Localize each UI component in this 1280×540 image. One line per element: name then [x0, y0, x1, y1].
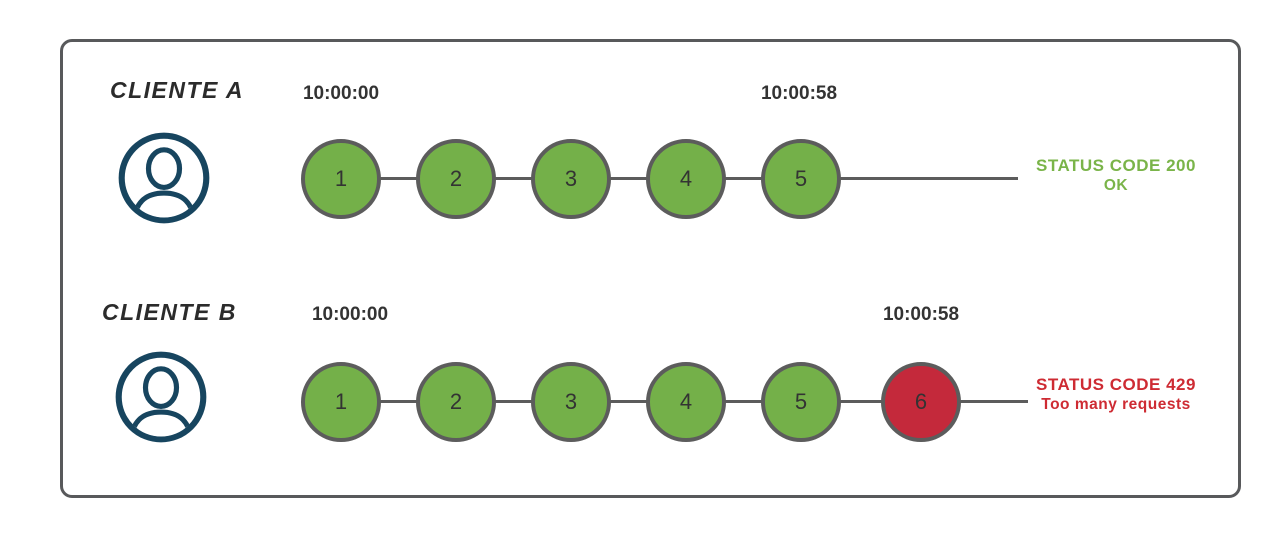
request-number: 4 — [679, 389, 693, 414]
request-number: 1 — [334, 166, 348, 191]
row-b-request-3: 3 — [531, 362, 611, 442]
user-avatar-icon — [118, 132, 210, 224]
request-number: 6 — [914, 389, 928, 414]
diagram-frame — [60, 39, 1241, 498]
row-b-start-timestamp: 10:00:00 — [311, 304, 389, 325]
row-b-request-1: 1 — [301, 362, 381, 442]
row-b-end-timestamp: 10:00:58 — [882, 304, 960, 325]
status-code-text: STATUS CODE 200 — [1036, 156, 1196, 175]
row-a-request-5: 5 — [761, 139, 841, 219]
row-b-request-6-blocked: 6 — [881, 362, 961, 442]
request-number: 2 — [449, 166, 463, 191]
client-a-label: CLIENTE A — [110, 77, 245, 103]
row-a-request-4: 4 — [646, 139, 726, 219]
client-b-label: CLIENTE B — [102, 299, 237, 325]
request-number: 1 — [334, 389, 348, 414]
row-b-request-2: 2 — [416, 362, 496, 442]
row-a-request-2: 2 — [416, 139, 496, 219]
user-avatar-icon — [115, 351, 207, 443]
request-number: 5 — [794, 166, 808, 191]
request-number: 5 — [794, 389, 808, 414]
status-message-text: Too many requests — [1041, 396, 1191, 414]
request-number: 2 — [449, 389, 463, 414]
row-b-request-4: 4 — [646, 362, 726, 442]
request-number: 4 — [679, 166, 693, 191]
row-b-request-5: 5 — [761, 362, 841, 442]
row-a-end-timestamp: 10:00:58 — [760, 83, 838, 104]
row-a-start-timestamp: 10:00:00 — [302, 83, 380, 104]
row-a-status: STATUS CODE 200 OK — [1022, 155, 1210, 196]
status-message-text: OK — [1103, 177, 1129, 195]
row-a-request-1: 1 — [301, 139, 381, 219]
request-number: 3 — [564, 389, 578, 414]
row-a-request-3: 3 — [531, 139, 611, 219]
row-b-status: STATUS CODE 429 Too many requests — [1022, 374, 1210, 415]
status-code-text: STATUS CODE 429 — [1036, 375, 1196, 394]
request-number: 3 — [564, 166, 578, 191]
